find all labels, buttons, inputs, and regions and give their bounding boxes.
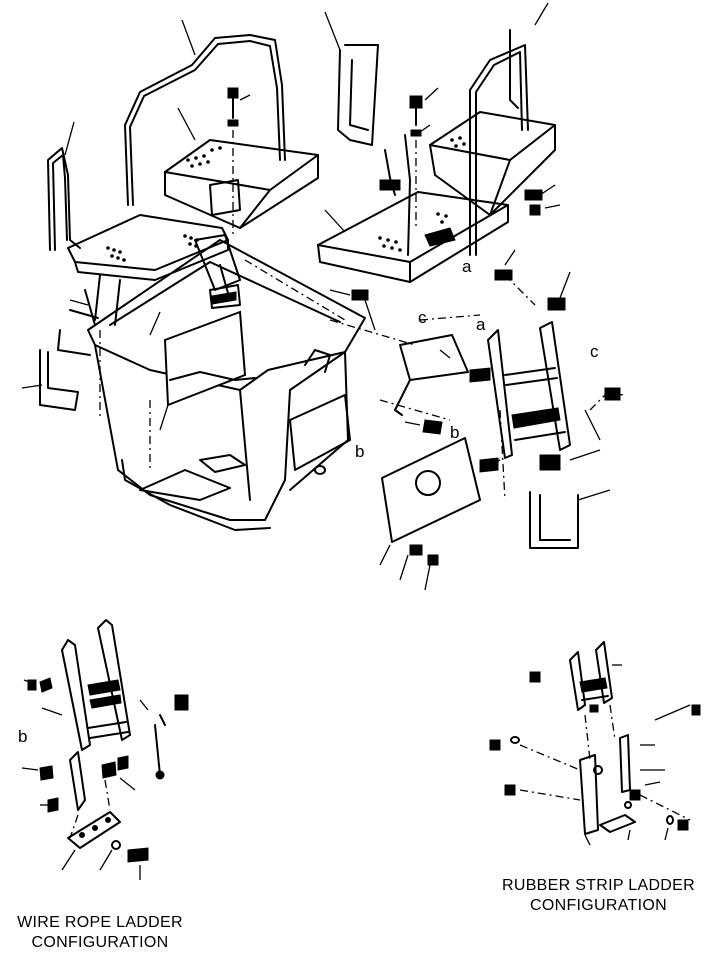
rubber-strip-ladder-caption: RUBBER STRIP LADDER CONFIGURATION (488, 876, 709, 916)
access-panel (381, 437, 481, 543)
right-handrails (337, 29, 529, 256)
center-support (194, 234, 241, 309)
left-platform (67, 214, 229, 326)
center-lines-main (99, 130, 606, 501)
caption-line: RUBBER STRIP LADDER (501, 877, 695, 894)
hardware-main (227, 87, 621, 566)
ref-label-c: c (590, 342, 599, 361)
wire-rope-ladder-caption: WIRE ROPE LADDER CONFIGURATION (0, 913, 200, 953)
ref-label-a: a (462, 257, 472, 276)
ref-label-a: a (476, 315, 486, 334)
caption-line: WIRE ROPE LADDER (17, 914, 183, 931)
leader-lines-main (21, 2, 624, 591)
right-seat-box (429, 111, 556, 216)
left-step (39, 309, 99, 411)
cab-frame (87, 239, 366, 531)
caption-line: CONFIGURATION (31, 934, 169, 951)
ref-label-b: b (18, 727, 27, 746)
right-ladder (394, 321, 579, 549)
ref-label-c: c (418, 308, 427, 327)
left-handrails (47, 34, 286, 251)
ref-label-b: b (450, 423, 459, 442)
right-platform (317, 191, 509, 283)
ref-label-b: b (355, 442, 364, 461)
left-seat-box (164, 139, 319, 229)
rubber-strip-ladder-inset (489, 641, 701, 846)
main-assembly: a a c c b b (21, 2, 624, 591)
wire-rope-ladder-inset: b (18, 619, 189, 880)
caption-line: CONFIGURATION (530, 897, 667, 914)
